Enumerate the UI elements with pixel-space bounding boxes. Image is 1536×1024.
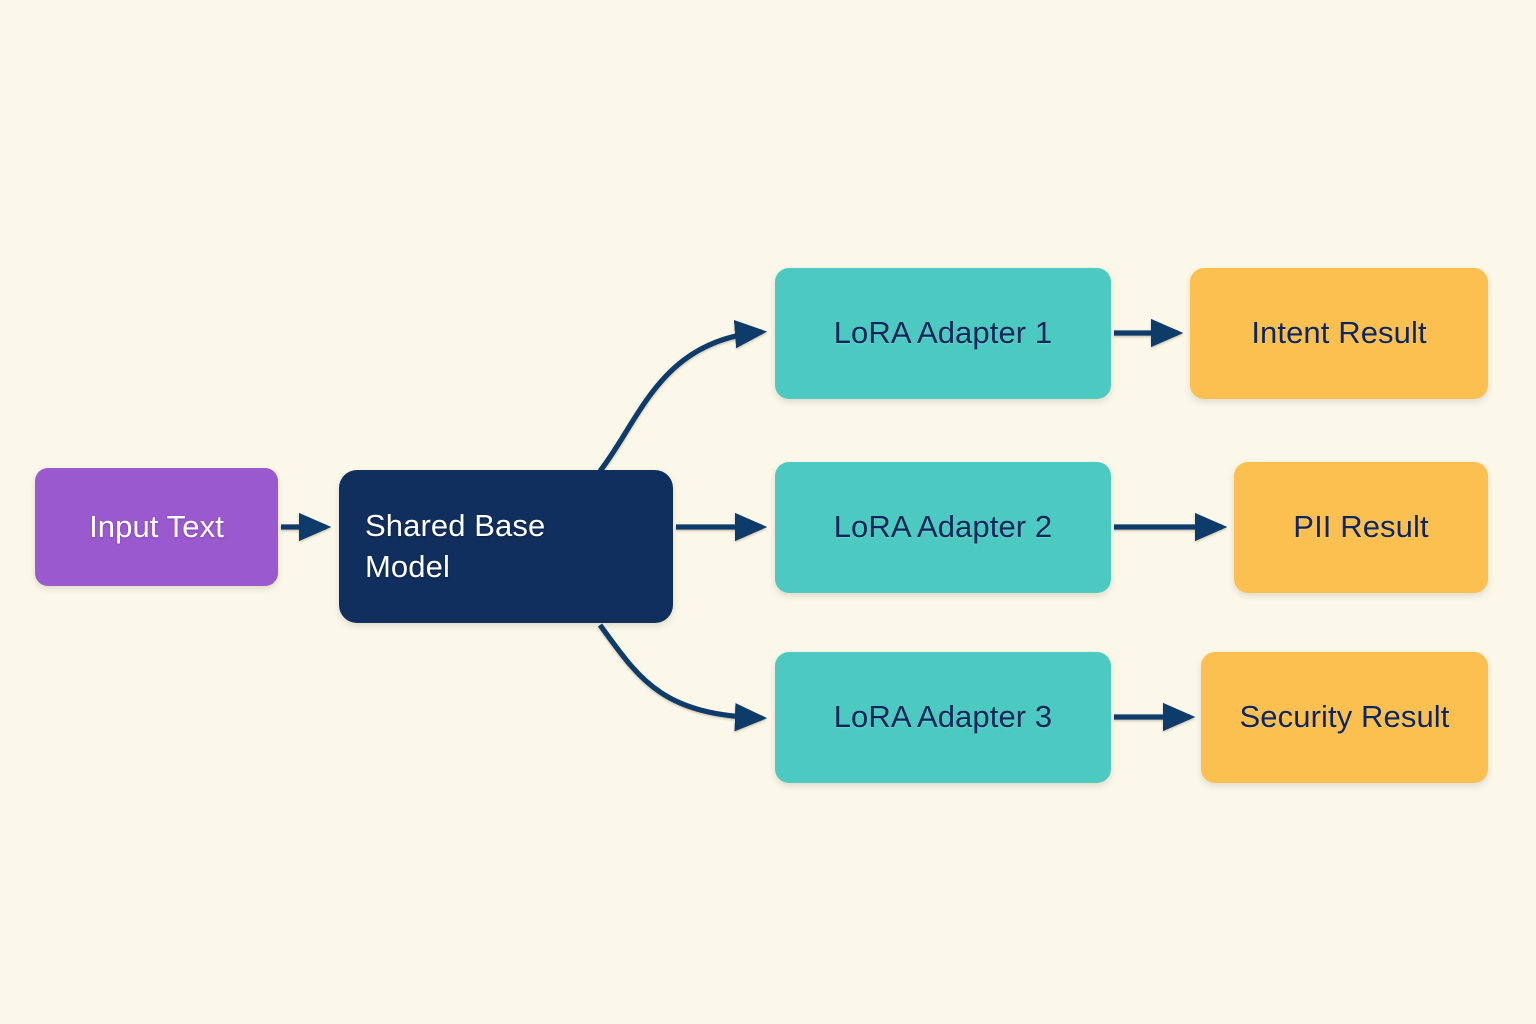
node-pii-result[interactable]: PII Result [1234, 462, 1488, 593]
edge-base-to-adapter-3 [597, 623, 768, 732]
node-pii-result-label: PII Result [1293, 509, 1429, 545]
node-intent-result[interactable]: Intent Result [1190, 268, 1488, 399]
node-input-text[interactable]: Input Text [35, 468, 278, 586]
node-shared-base-model-label: Shared Base Model [365, 508, 546, 584]
node-security-result[interactable]: Security Result [1201, 652, 1488, 783]
node-lora-adapter-2[interactable]: LoRA Adapter 2 [775, 462, 1111, 593]
node-lora-adapter-3[interactable]: LoRA Adapter 3 [775, 652, 1111, 783]
edge-base-to-adapter-1 [597, 319, 768, 473]
node-lora-adapter-1[interactable]: LoRA Adapter 1 [775, 268, 1111, 399]
node-lora-adapter-3-label: LoRA Adapter 3 [833, 699, 1053, 735]
node-shared-base-model[interactable]: Shared Base Model [339, 470, 673, 623]
node-security-result-label: Security Result [1239, 699, 1450, 735]
node-intent-result-label: Intent Result [1251, 315, 1427, 351]
node-lora-adapter-1-label: LoRA Adapter 1 [833, 315, 1053, 351]
node-lora-adapter-2-label: LoRA Adapter 2 [833, 509, 1053, 545]
node-input-text-label: Input Text [89, 508, 224, 544]
